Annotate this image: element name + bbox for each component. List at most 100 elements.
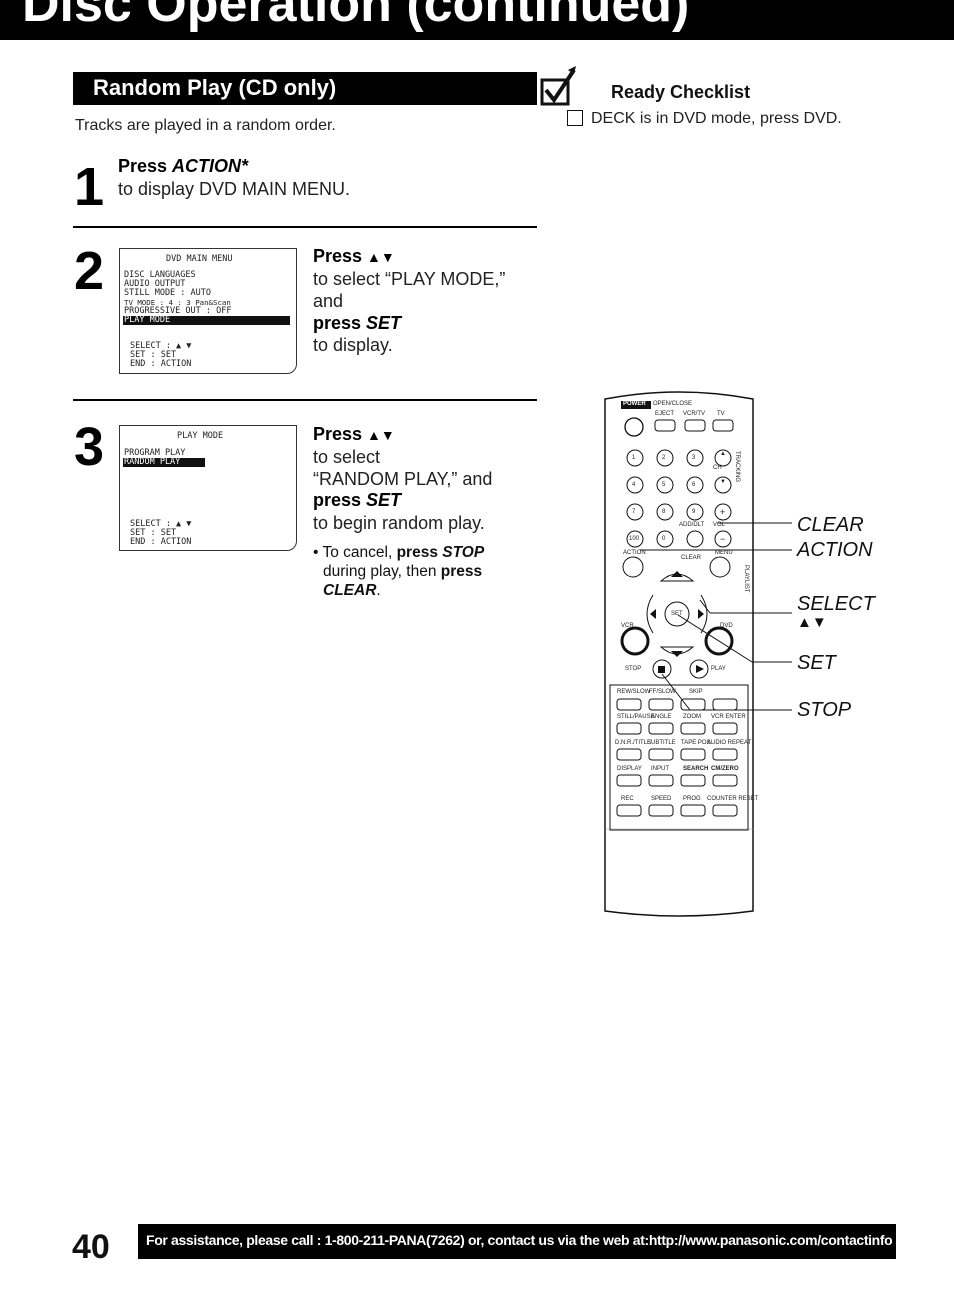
note-bold: press: [396, 544, 443, 561]
step-3-number: 3: [74, 417, 105, 477]
zoom-label: ZOOM: [683, 714, 701, 720]
dnr-title-label: D.N.R./TITLE: [615, 740, 652, 746]
menu-item-highlighted: RANDOM PLAY: [123, 458, 205, 467]
step-1-number: 1: [74, 157, 105, 217]
vcr-enter-label: VCR ENTER: [711, 714, 746, 720]
assistance-text: For assistance, please call : 1-800-211-…: [146, 1232, 893, 1248]
section-intro: Tracks are played in a random order.: [75, 117, 336, 134]
rec-label: REC: [621, 796, 634, 802]
bullet: •: [313, 544, 319, 561]
ff-label: FF/SLOW: [649, 689, 676, 695]
note-text: To cancel,: [322, 544, 397, 561]
action-label: ACTION: [623, 550, 646, 556]
menu-item: STILL MODE : AUTO: [124, 288, 211, 298]
callout-set: SET: [797, 652, 836, 674]
checklist-item: DECK is in DVD mode, press DVD.: [591, 110, 842, 127]
tape-pos-label: TAPE POS.: [681, 740, 713, 746]
input-label: INPUT: [651, 766, 669, 772]
step-3-press-set: press SET: [313, 490, 401, 511]
step-1-title: Press ACTION*: [118, 156, 248, 177]
ch-up-icon: ▲: [720, 451, 726, 457]
subtitle-label: SUBTITLE: [647, 740, 676, 746]
dvd-main-menu-screen: DVD MAIN MENU DISC LANGUAGES AUDIO OUTPU…: [119, 248, 297, 374]
vol-down-icon: −: [720, 534, 726, 544]
menu-item: AUDIO OUTPUT: [124, 279, 186, 289]
play-label: PLAY: [711, 666, 726, 672]
vol-up-icon: +: [720, 507, 726, 517]
playlist-label: PLAYLIST: [743, 565, 749, 593]
page-number: 40: [72, 1228, 110, 1266]
digit-9: 9: [692, 509, 696, 515]
step-2-after: to display.: [313, 335, 393, 355]
screen-title: DVD MAIN MENU: [166, 254, 233, 264]
screen-footer-line: SET : SET: [130, 350, 177, 360]
step-1-text: to display DVD MAIN MENU.: [118, 179, 351, 199]
digit-8: 8: [662, 509, 666, 515]
remote-control: POWER EJECT VCR/TV TV OPEN/CLOSE 1 2 3 4…: [603, 385, 758, 917]
checkmark-icon: [540, 66, 576, 106]
digit-6: 6: [692, 482, 696, 488]
clear-label: CLEAR: [681, 555, 702, 561]
ch-down-icon: ▼: [720, 479, 726, 485]
search-label: SEARCH: [683, 766, 709, 772]
step-2-press: Press: [313, 246, 368, 266]
tracking-label: TRACKING: [734, 451, 740, 483]
cancel-note: • To cancel, press STOP during play, the…: [313, 543, 528, 600]
screen-footer-line: END : ACTION: [130, 359, 192, 369]
callout-stop: STOP: [797, 699, 852, 721]
menu-item: DISC LANGUAGES: [124, 270, 196, 280]
set-key: SET: [366, 313, 402, 333]
stop-key: STOP: [442, 544, 485, 561]
press-label: press: [313, 313, 367, 333]
menu-item-highlighted: PLAY MODE: [123, 316, 290, 325]
press-label: press: [313, 490, 367, 510]
play-mode-screen: PLAY MODE PROGRAM PLAY RANDOM PLAY SELEC…: [119, 425, 297, 551]
step-2-press-set: press SET: [313, 313, 401, 334]
cm-zero-label: CM/ZERO: [711, 766, 739, 772]
menu-item: PROGRAM PLAY: [124, 448, 186, 458]
checkbox-icon: [567, 110, 583, 126]
menu-label: MENU: [715, 550, 733, 556]
vcr-label: VCR: [621, 623, 634, 629]
note-end: .: [376, 582, 381, 599]
screen-footer-line: END : ACTION: [130, 537, 192, 547]
checklist-title: Ready Checklist: [611, 82, 751, 102]
digit-7: 7: [632, 509, 636, 515]
callout-clear: CLEAR: [797, 514, 864, 536]
section-title: Random Play (CD only): [93, 75, 337, 100]
callout-select: SELECT: [797, 593, 875, 615]
screen-footer-line: SET : SET: [130, 528, 177, 538]
remote-body-icon: [604, 391, 754, 917]
up-down-arrows-icon: ▲▼: [367, 427, 395, 443]
menu-item: PROGRESSIVE OUT : OFF: [124, 306, 232, 316]
open-close-label: OPEN/CLOSE: [653, 401, 693, 407]
step-3-after: to begin random play.: [313, 513, 485, 533]
step-1-action-key: ACTION*: [172, 156, 249, 176]
callout-action: ACTION: [797, 539, 873, 561]
step-3-press: Press: [313, 424, 368, 444]
prog-label: PROG: [683, 796, 701, 802]
digit-2: 2: [662, 455, 666, 461]
step-3-line: “RANDOM PLAY,” and: [313, 469, 493, 489]
speed-label: SPEED: [651, 796, 672, 802]
menu-item: TV MODE : 4 : 3 Pan&Scan: [124, 298, 231, 307]
skip-label: SKIP: [689, 689, 703, 695]
add-dlt-label: ADD/DLT: [679, 522, 705, 528]
step-2-line: to select “PLAY MODE,”: [313, 269, 506, 289]
display-label: DISPLAY: [617, 766, 642, 772]
set-key: SET: [366, 490, 402, 510]
screen-title: PLAY MODE: [177, 431, 224, 441]
step-3-line: to select: [313, 447, 381, 467]
step-2-title: Press ▲▼: [313, 246, 395, 267]
divider: [73, 399, 537, 401]
callout-lines-icon: [640, 522, 792, 711]
vcrtv-label: VCR/TV: [683, 411, 706, 417]
rew-label: REW/SLOW: [617, 689, 651, 695]
still-pause-label: STILL/PAUSE: [617, 714, 655, 720]
step-3-title: Press ▲▼: [313, 424, 395, 445]
vol-label: VOL: [713, 522, 726, 528]
ch-label: CH: [713, 465, 722, 471]
digit-1: 1: [632, 455, 636, 461]
tv-label: TV: [717, 411, 725, 417]
step-1-press: Press: [118, 156, 173, 176]
